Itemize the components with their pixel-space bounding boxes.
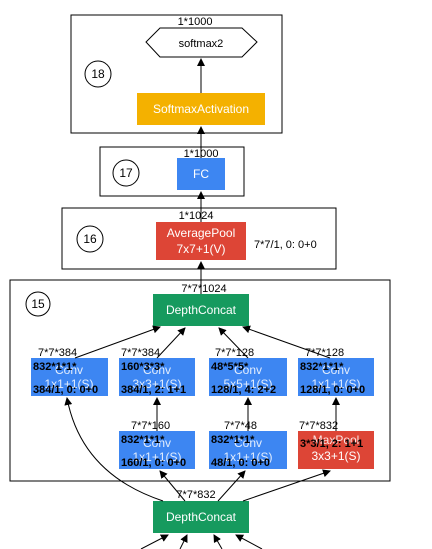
- branch4-overlay-bottom: 128/1, 0: 0+0: [300, 384, 365, 396]
- edge-branch3-to-concat: [218, 327, 249, 359]
- edge-in-3: [213, 534, 223, 549]
- module-16-badge-label: 16: [83, 232, 97, 246]
- edge-in-4: [235, 534, 263, 549]
- branch1-conv-node: [31, 358, 108, 396]
- module-15-frame: [9, 279, 391, 482]
- branch3-dim: 7*7*128: [215, 347, 254, 359]
- branch3-params: 5x5+1(S): [223, 377, 272, 391]
- branch3-reduce-params: 1x1+1(S): [223, 450, 272, 464]
- module-18-badge: [84, 60, 112, 88]
- branch3-overlay-bottom: 128/1, 4: 2+2: [211, 384, 276, 396]
- branch1-params: 1x1+1(S): [44, 377, 93, 391]
- softmax-activation-label: SoftmaxActivation: [153, 102, 249, 116]
- branch2-reduce-overlay-top: 832*1*1*: [121, 434, 165, 446]
- module-15-badge: [25, 291, 51, 317]
- branch3-reduce-overlay-bottom: 48/1, 0: 0+0: [211, 457, 270, 469]
- module-16: 16 1*1024 AveragePool 7x7+1(V) 7*7/1, 0:…: [61, 207, 337, 270]
- softmax-activation-node: [137, 93, 265, 125]
- module-18: 18 1*1000 softmax2 SoftmaxActivation: [70, 14, 283, 134]
- depth-concat-bottom-node: [153, 501, 249, 533]
- maxpool-overlay-top: 3*3/1, 2: 1+1: [300, 438, 363, 450]
- branch2-params: 3x3+1(S): [132, 377, 181, 391]
- module-18-badge-label: 18: [91, 67, 105, 81]
- edges: [64, 58, 340, 549]
- avgpool-dim-label: 1*1024: [179, 210, 214, 222]
- branch3-conv-node: [209, 358, 287, 396]
- edge-in-2: [179, 534, 188, 549]
- maxpool-params: 3x3+1(S): [311, 449, 360, 463]
- maxpool-node: [298, 431, 374, 469]
- module-15-badge-label: 15: [31, 297, 45, 311]
- depth-concat-top-label: DepthConcat: [166, 303, 237, 317]
- edge-bottom-to-branch1: [64, 397, 164, 502]
- module-18-frame: [70, 14, 283, 134]
- fc-label: FC: [193, 167, 209, 181]
- bottom-section: 7*7*832 DepthConcat: [153, 489, 249, 533]
- branch3-reduce-dim: 7*7*48: [224, 420, 257, 432]
- branch3-overlay-top: 48*5*5*: [211, 361, 249, 373]
- edge-branch2-to-concat: [156, 327, 186, 359]
- maxpool-name: MaxPool: [313, 433, 360, 447]
- edge-bottom-to-branch3-reduce: [217, 470, 246, 502]
- bottom-concat-dim: 7*7*832: [176, 489, 215, 501]
- branch1-overlay-bottom: 384/1, 0: 0+0: [33, 384, 98, 396]
- branch2-reduce-overlay-bottom: 160/1, 0: 0+0: [121, 457, 186, 469]
- average-pool-node: [156, 222, 246, 260]
- branch2-reduce-conv-node: [119, 431, 195, 469]
- softmax2-node: [145, 27, 258, 58]
- branch1-dim: 7*7*384: [38, 347, 77, 359]
- module-15: 15 7*7*1024 DepthConcat 7*7*384 Conv 1x1…: [9, 279, 391, 482]
- module-16-badge: [76, 225, 104, 253]
- branch2-overlay-bottom: 384/1, 2: 1+1: [121, 384, 186, 396]
- branch3-reduce-conv-node: [209, 431, 287, 469]
- branch4-overlay-top: 832*1*1*: [300, 361, 344, 373]
- edge-in-1: [140, 534, 169, 549]
- softmax2-dim-label: 1*1000: [178, 16, 213, 28]
- depth-concat-top-node: [153, 294, 249, 326]
- branch2-overlay-top: 160*3*3*: [121, 361, 165, 373]
- fc-node: [177, 158, 225, 190]
- branch1-overlay-top: 832*1*1*: [33, 361, 77, 373]
- module-16-frame: [61, 207, 337, 270]
- maxpool-dim: 7*7*832: [299, 420, 338, 432]
- edge-bottom-to-branch2-reduce: [159, 470, 186, 502]
- average-pool-params: 7x7+1(V): [176, 242, 225, 256]
- branch4-params: 1x1+1(S): [311, 377, 360, 391]
- branch4-conv-node: [298, 358, 374, 396]
- branch3-reduce-name: Conv: [234, 436, 262, 450]
- branch3-reduce-overlay-top: 832*1*1*: [211, 434, 255, 446]
- branch2-reduce-dim: 7*7*160: [131, 420, 170, 432]
- branch2-dim: 7*7*384: [121, 347, 160, 359]
- average-pool-name: AveragePool: [167, 226, 236, 240]
- average-pool-side-note: 7*7/1, 0: 0+0: [254, 239, 317, 251]
- branch3-name: Conv: [234, 363, 262, 377]
- branch2-reduce-params: 1x1+1(S): [132, 450, 181, 464]
- branch2-reduce-name: Conv: [143, 436, 171, 450]
- concat-dim-label: 7*7*1024: [181, 283, 226, 295]
- module-17-badge-label: 17: [119, 166, 133, 180]
- module-17: 17 1*1000 FC: [99, 146, 245, 197]
- edge-bottom-to-maxpool: [242, 469, 331, 502]
- branch2-conv-node: [119, 358, 195, 396]
- edge-branch4-to-concat: [242, 325, 331, 359]
- module-17-badge: [112, 159, 140, 187]
- branch4-dim: 7*7*128: [305, 347, 344, 359]
- branch4-name: Conv: [322, 363, 350, 377]
- module-17-frame: [99, 146, 245, 197]
- branch1-name: Conv: [55, 363, 83, 377]
- softmax2-label: softmax2: [179, 38, 224, 50]
- depth-concat-bottom-label: DepthConcat: [166, 510, 237, 524]
- edge-branch1-to-concat: [74, 325, 161, 359]
- branch2-name: Conv: [143, 363, 171, 377]
